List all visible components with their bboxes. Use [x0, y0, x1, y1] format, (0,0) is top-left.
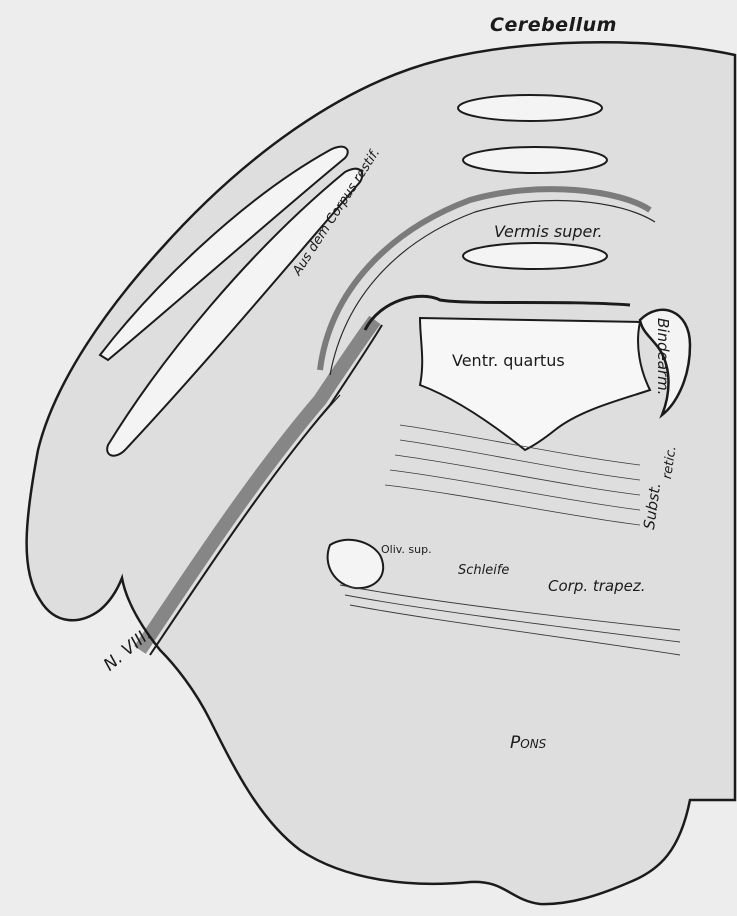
brainstem-outline [27, 42, 735, 904]
schleife-label: Schleife [458, 563, 509, 578]
cerebellum-label: Cerebellum [490, 14, 617, 36]
bindearm-label: Bindearm. [654, 318, 672, 395]
folium-right-2 [463, 147, 607, 173]
vermis-super-label: Vermis super. [494, 222, 603, 241]
ventr-quartus-label: Ventr. quartus [452, 351, 565, 370]
oliv-sup-label: Oliv. sup. [381, 543, 432, 556]
folium-right-3 [463, 243, 607, 269]
corp-trapez-label: Corp. trapez. [548, 577, 646, 595]
pons-label: Pons [510, 733, 546, 753]
folium-right-1 [458, 95, 602, 121]
